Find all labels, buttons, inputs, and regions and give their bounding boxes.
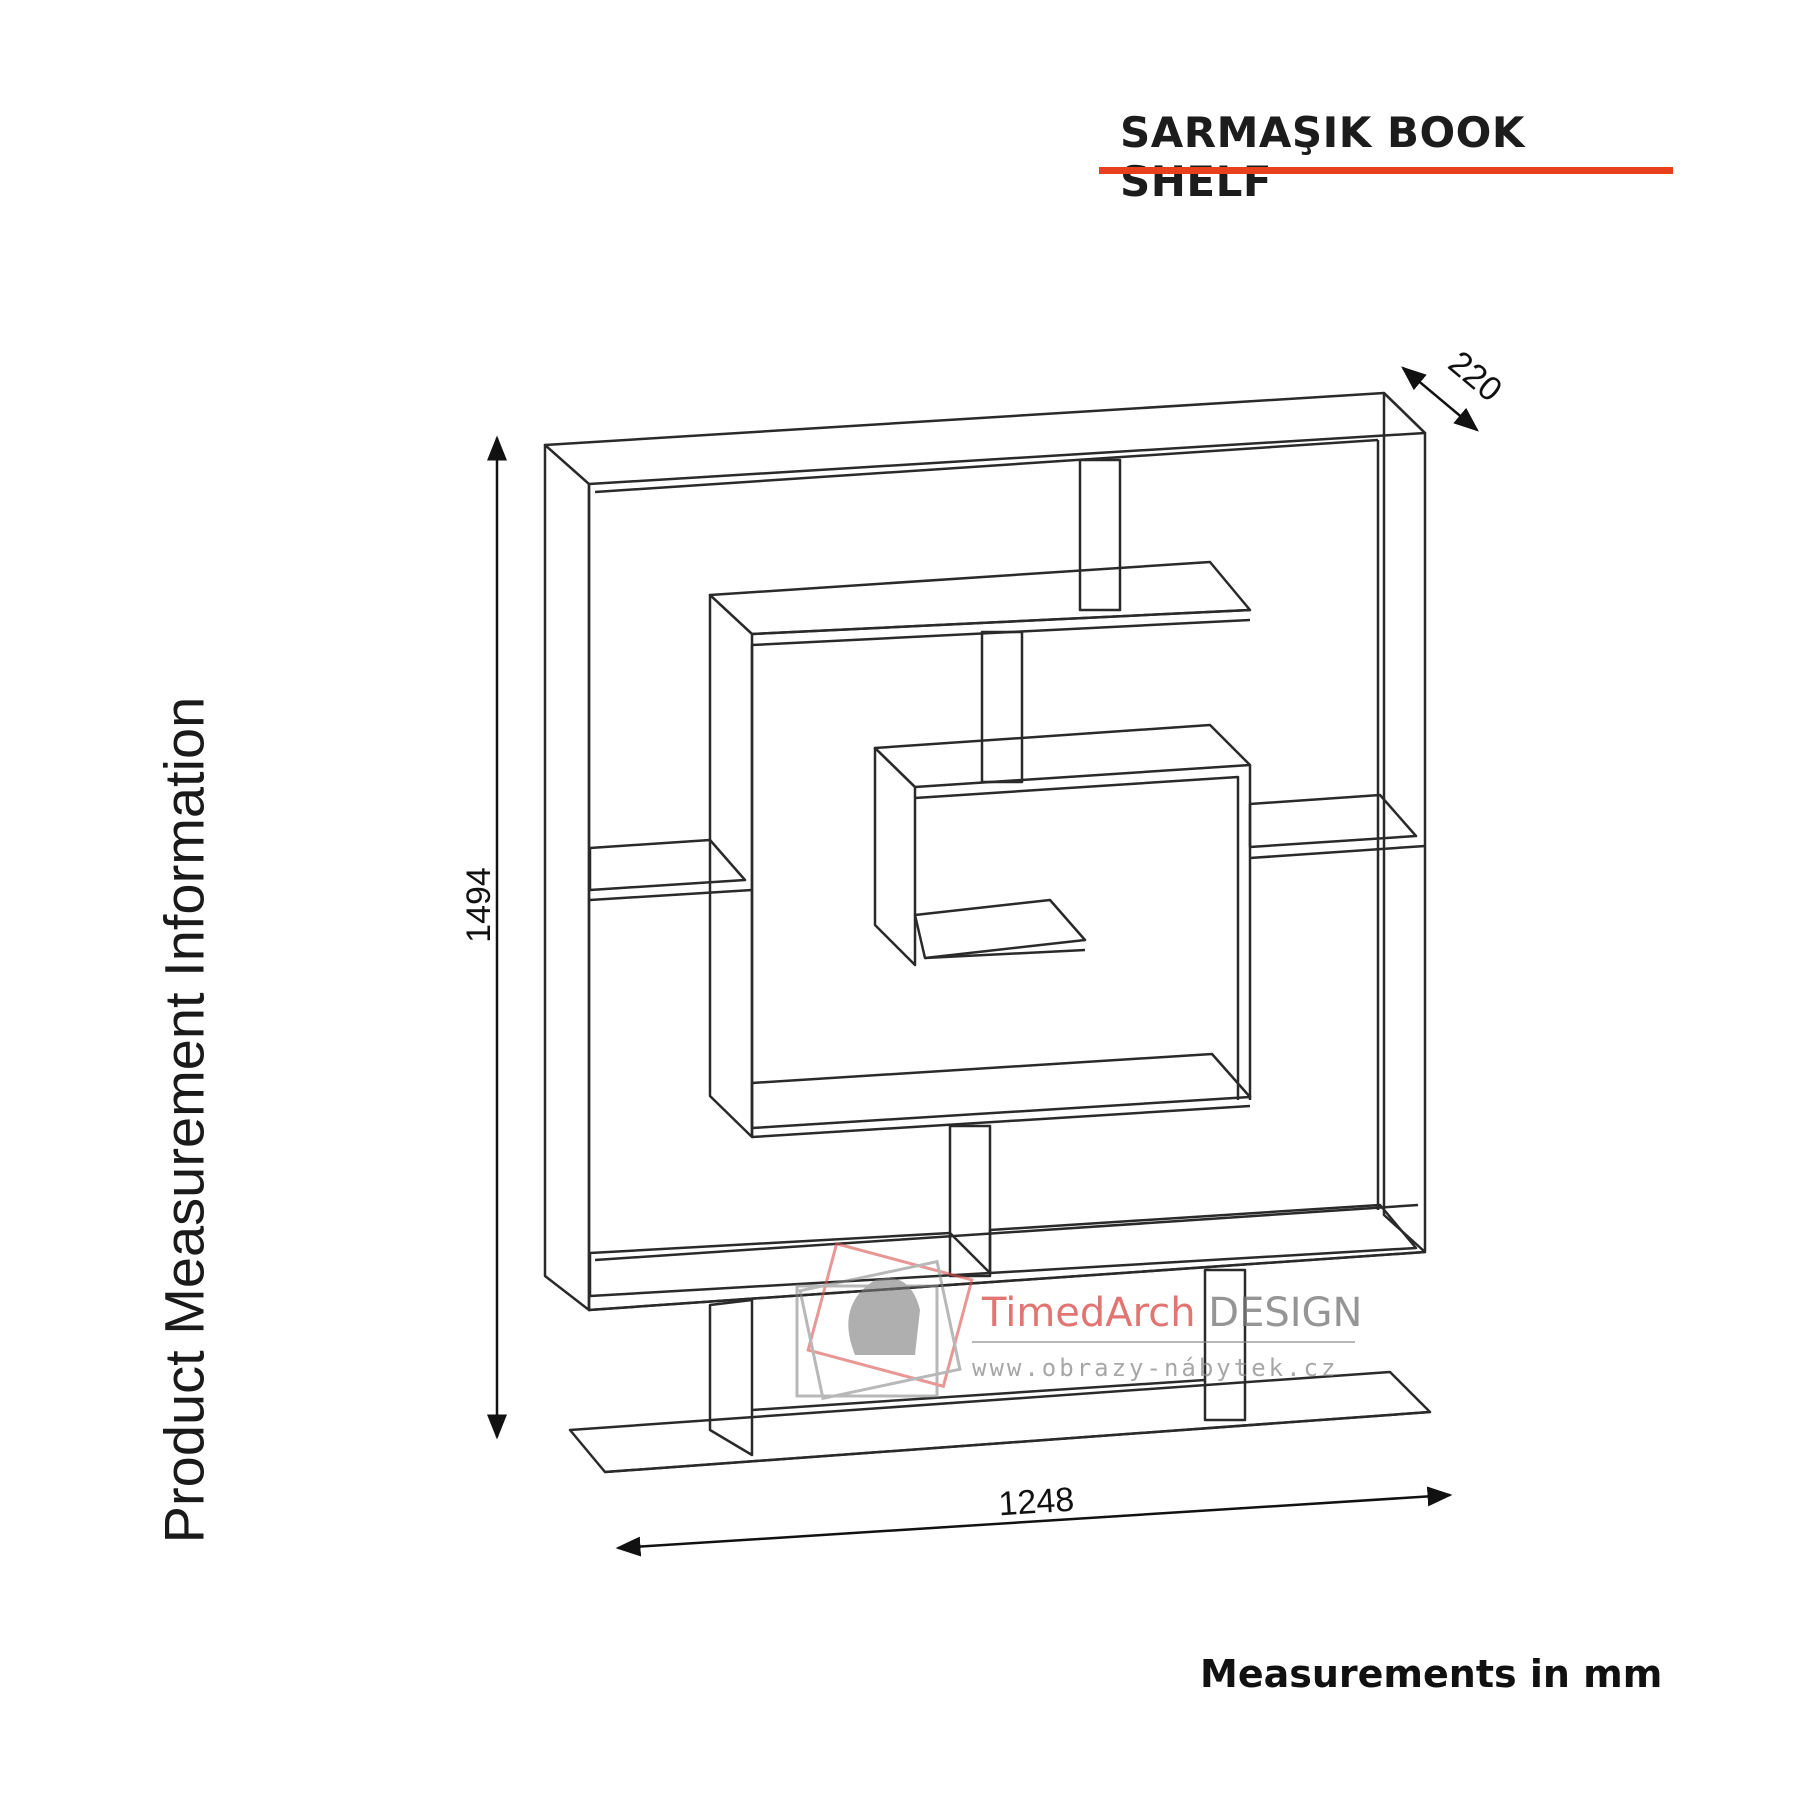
depth-dimension-line — [1401, 366, 1479, 432]
height-dimension-label: 1494 — [460, 867, 498, 943]
depth-dimension-label: 220 — [1441, 344, 1509, 410]
width-dimension-line — [615, 1486, 1453, 1557]
page-title: SARMAŞIK BOOK SHELF — [1120, 108, 1525, 206]
units-note: Measurements in mm — [1200, 1652, 1663, 1696]
watermark-brand: TimedArch DESIGN — [982, 1290, 1362, 1336]
title-underline — [1099, 167, 1673, 174]
side-label: Product Measurement Information — [152, 696, 216, 1544]
bookshelf-outline — [543, 391, 1432, 1474]
watermark-brand-part2: DESIGN — [1208, 1290, 1363, 1336]
width-dimension-label: 1248 — [997, 1481, 1075, 1524]
watermark-logo — [795, 1241, 974, 1401]
watermark-url: www.obrazy-nábytek.cz — [972, 1354, 1339, 1382]
watermark-brand-part1: TimedArch — [982, 1290, 1196, 1336]
